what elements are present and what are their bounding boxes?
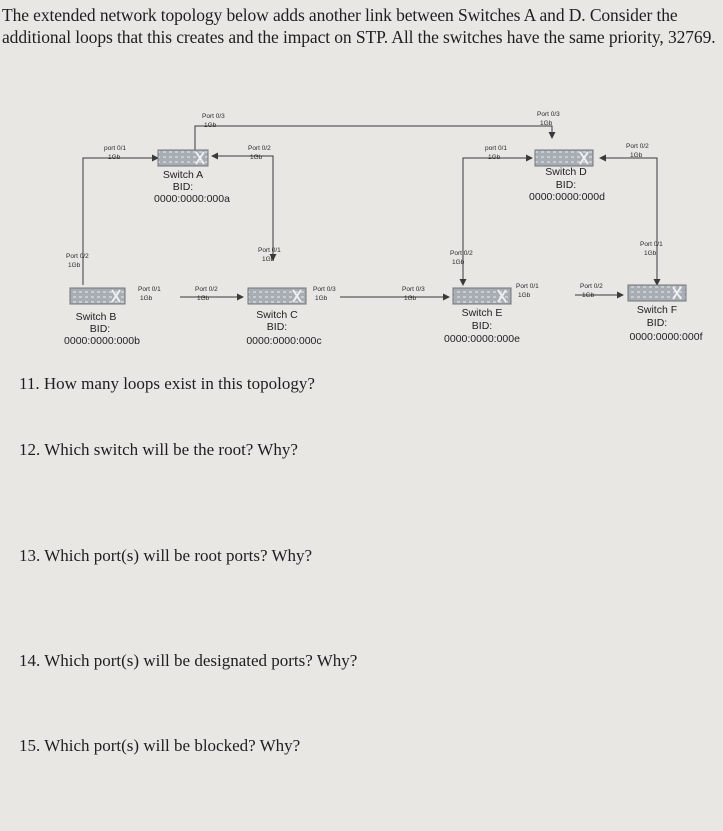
port-a02-speed: 1Gb [250, 154, 263, 161]
port-a03-name: Port 0/3 [202, 113, 225, 120]
switch-b-name: Switch B [76, 311, 117, 323]
switch-c-name: Switch C [256, 309, 298, 321]
switch-f-icon [627, 284, 687, 302]
port-f01-speed: 1Gb [644, 250, 657, 257]
port-f02-speed: 1Gb [582, 292, 595, 299]
switch-d-bid: 0000:0000:000d [529, 191, 605, 203]
switch-labels: Switch A BID: 0000:0000:000a Switch B BI… [64, 166, 703, 347]
port-e01-name: Port 0/1 [516, 283, 539, 290]
question-11: 11. How many loops exist in this topolog… [19, 374, 315, 393]
switch-f-name: Switch F [637, 304, 677, 316]
switch-e-bid: 0000:0000:000e [444, 333, 520, 345]
port-c03-name: Port 0/3 [313, 286, 336, 293]
switch-d-icon [534, 149, 594, 167]
switch-d-name: Switch D [545, 166, 587, 178]
port-b02-name: Port 0/2 [66, 253, 89, 260]
port-d02-name: Port 0/2 [626, 143, 649, 150]
port-e03-speed: 1Gb [404, 295, 417, 302]
port-d02-speed: 1Gb [630, 152, 643, 159]
port-b02-speed: 1Gb [68, 262, 81, 269]
switch-c-bid: 0000:0000:000c [246, 335, 321, 347]
port-d03-speed: 1Gb [540, 120, 553, 127]
switch-f-bid: 0000:0000:000f [630, 331, 703, 343]
switch-c-icon [247, 287, 307, 305]
switch-c-bid-label: BID: [267, 321, 287, 333]
port-c01-name: Port 0/1 [258, 247, 281, 254]
port-c01-speed: 1Gb [262, 256, 275, 263]
port-a03-speed: 1Gb [204, 122, 217, 129]
port-f02-name: Port 0/2 [580, 283, 603, 290]
port-e03-name: Port 0/3 [402, 286, 425, 293]
port-b01-speed: 1Gb [140, 295, 153, 302]
switch-e-bid-label: BID: [472, 320, 492, 332]
switch-b-icon [69, 287, 126, 305]
switch-d-bid-label: BID: [556, 179, 576, 191]
switch-a-bid: 0000:0000:000a [154, 193, 230, 205]
question-15: 15. Which port(s) will be blocked? Why? [19, 736, 301, 755]
switch-f-bid-label: BID: [647, 317, 667, 329]
link-a-c [246, 155, 277, 261]
port-labels: Port 0/3 1Gb port 0/1 1Gb Port 0/2 1Gb P… [66, 111, 663, 302]
port-a02-name: Port 0/2 [248, 145, 271, 152]
question-12: 12. Which switch will be the root? Why? [19, 440, 298, 459]
link-a-b [82, 154, 159, 285]
link-d-f [605, 157, 661, 286]
links [82, 125, 661, 301]
port-c02-name: Port 0/2 [195, 286, 218, 293]
switch-b-bid-label: BID: [90, 323, 110, 335]
port-c03-speed: 1Gb [315, 295, 328, 302]
port-d01-speed: 1Gb [488, 154, 501, 161]
link-d-e [459, 157, 530, 286]
port-e02-speed: 1Gb [452, 259, 465, 266]
switch-a-bid-label: BID: [173, 181, 193, 193]
network-topology-diagram: Switch A BID: 0000:0000:000a Switch B BI… [64, 111, 703, 347]
switch-a-name: Switch A [163, 169, 203, 181]
port-a01-speed: 1Gb [108, 154, 121, 161]
question-13: 13. Which port(s) will be root ports? Wh… [19, 546, 313, 565]
switch-b-bid: 0000:0000:000b [64, 335, 140, 347]
link-a-d [194, 125, 556, 150]
port-d03-name: Port 0/3 [537, 111, 560, 118]
port-e02-name: Port 0/2 [450, 250, 473, 257]
question-14: 14. Which port(s) will be designated por… [19, 651, 358, 670]
port-c02-speed: 1Gb [197, 295, 210, 302]
port-a01-name: port 0/1 [104, 145, 126, 152]
switch-a-icon [157, 149, 209, 167]
port-f01-name: Port 0/1 [640, 241, 663, 248]
switch-e-icon [452, 287, 512, 305]
intro-paragraph: The extended network topology below adds… [2, 5, 716, 47]
port-e01-speed: 1Gb [518, 292, 531, 299]
switch-e-name: Switch E [462, 307, 503, 319]
port-b01-name: Port 0/1 [138, 286, 161, 293]
port-d01-name: port 0/1 [485, 145, 507, 152]
